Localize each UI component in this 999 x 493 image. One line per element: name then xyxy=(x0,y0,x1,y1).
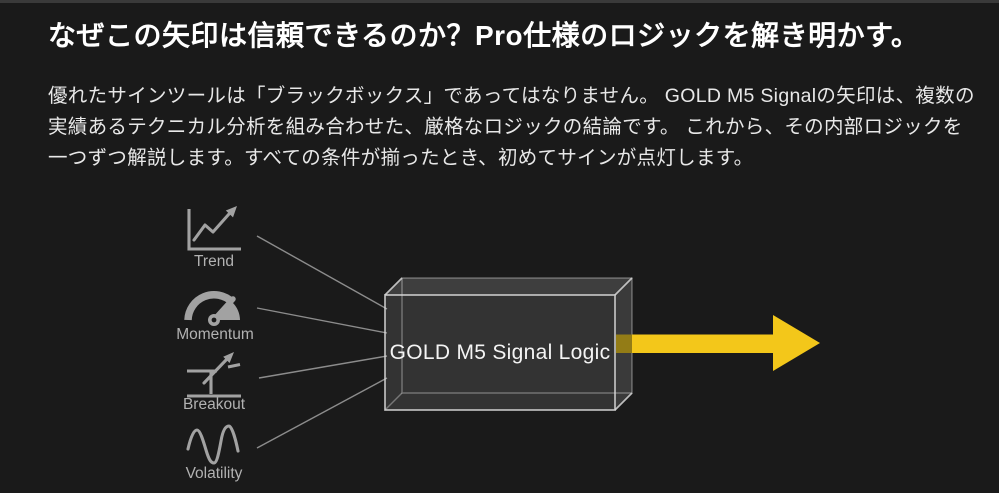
box-edge-bottom-right-depth xyxy=(614,392,633,411)
trend-chart-icon xyxy=(187,206,241,251)
breakout-label: Breakout xyxy=(183,396,246,413)
breakout-icon xyxy=(187,352,241,398)
connector-line-momentum xyxy=(256,307,388,334)
trend-zigzag xyxy=(192,212,231,242)
box-top-face xyxy=(385,278,632,295)
trend-label: Trend xyxy=(194,253,234,270)
momentum-gauge-icon xyxy=(184,291,240,326)
intro-paragraph: 優れたサインツールは「ブラックボックス」であってはなりません。 GOLD M5 … xyxy=(48,81,975,174)
arrow-shaft xyxy=(632,334,773,353)
box-front-face-edges xyxy=(384,294,616,411)
arrow-shaft-through-box xyxy=(616,334,632,353)
box-edge-top-left-depth xyxy=(384,277,403,296)
momentum-label: Momentum xyxy=(176,326,254,343)
signal-arrow-icon xyxy=(616,315,820,371)
breakout-arrowhead xyxy=(223,352,234,363)
volatility-label: Volatility xyxy=(186,465,243,482)
breakout-arrow-shaft xyxy=(202,357,229,385)
intro-line-3: 一つずつ解説します。すべての条件が揃ったとき、初めてサインが点灯します。 xyxy=(48,147,754,169)
box-edge-top-right-depth xyxy=(614,277,633,296)
volatility-wave xyxy=(186,424,240,465)
breakout-resistance-right xyxy=(227,362,241,369)
connector-line-breakout xyxy=(258,355,388,379)
gauge-hub-hole xyxy=(211,317,217,323)
box-edge-bottom-left-depth xyxy=(384,392,403,411)
trend-axis xyxy=(187,209,241,251)
intro-line-2: 実績あるテクニカル分析を組み合わせた、厳格なロジックの結論です。 これから、その… xyxy=(48,116,963,138)
section-title: なぜこの矢印は信頼できるのか？Pro仕様のロジックを解き明かす。 xyxy=(48,20,920,51)
box-front-face xyxy=(385,295,615,410)
volatility-wave-icon xyxy=(186,424,240,465)
logic-box-label: GOLD M5 Signal Logic xyxy=(390,341,611,364)
connector-lines xyxy=(256,235,388,449)
trend-arrowhead xyxy=(225,206,237,218)
connector-line-volatility xyxy=(256,377,388,449)
connector-line-trend xyxy=(256,235,388,310)
gauge-arc xyxy=(184,291,235,321)
top-edge-highlight xyxy=(0,0,999,3)
logic-box: GOLD M5 Signal Logic xyxy=(384,277,633,411)
arrow-head xyxy=(773,315,820,371)
intro-line-1: 優れたサインツールは「ブラックボックス」であってはなりません。 GOLD M5 … xyxy=(48,85,975,107)
